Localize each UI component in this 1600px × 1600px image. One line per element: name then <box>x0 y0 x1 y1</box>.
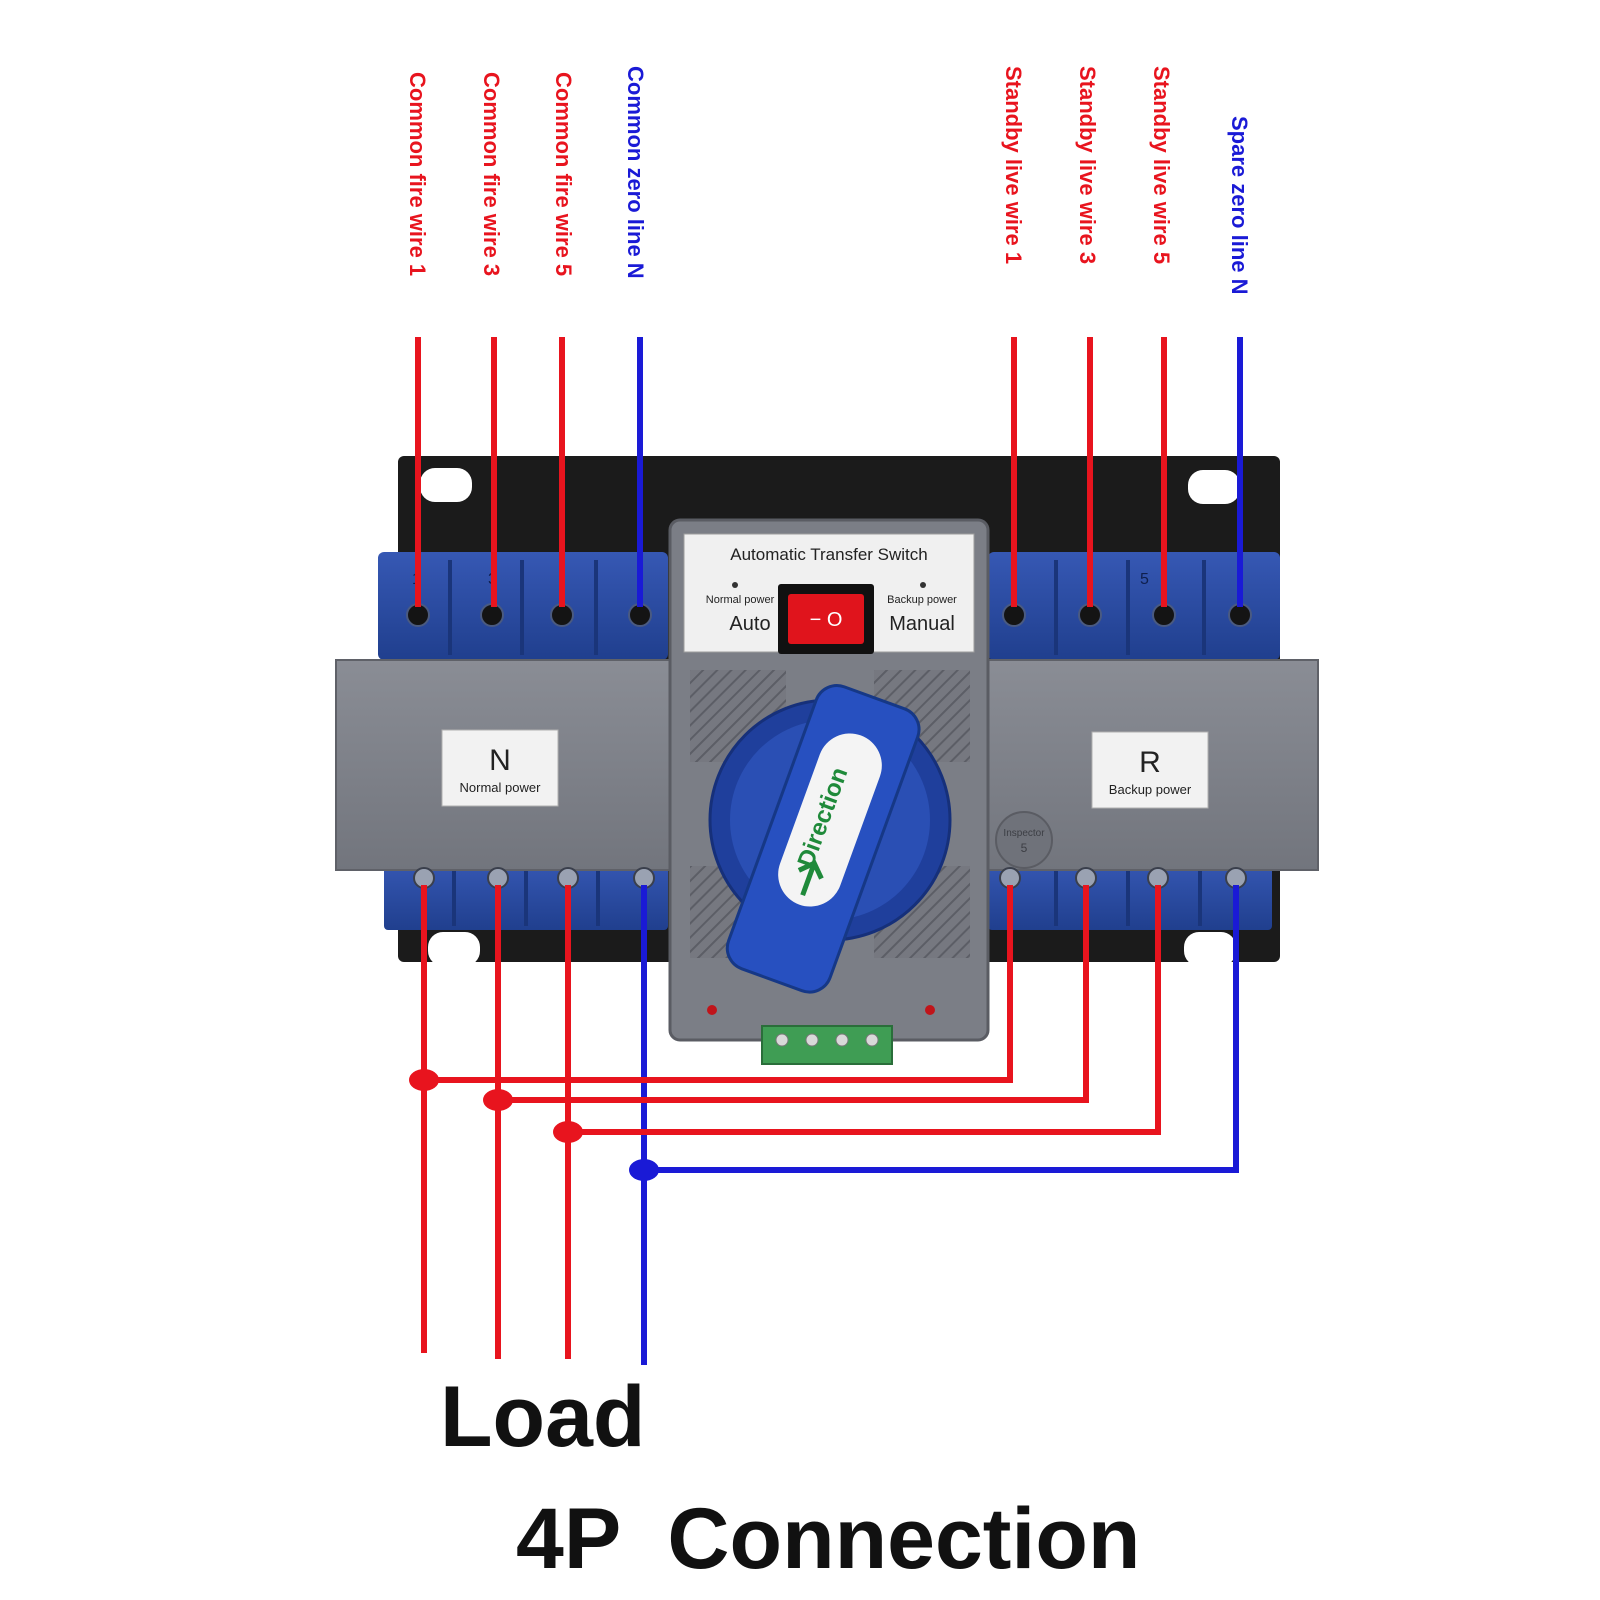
inspector-stamp <box>995 811 1053 869</box>
left-housing: N Normal power <box>335 659 671 871</box>
rotary-handle[interactable]: Direction <box>708 679 952 998</box>
direction-label-plate <box>778 733 882 907</box>
label-standby-live-5: Standby live wire 5 <box>1149 66 1174 264</box>
indicator-led-right <box>925 1005 935 1015</box>
normal-power-small-label: Normal power <box>706 594 775 606</box>
label-common-zero: Common zero line N <box>623 66 648 279</box>
top-terminal-block-right <box>988 552 1280 660</box>
inspector-number: 5 <box>1021 841 1028 855</box>
load-label: Load <box>440 1369 645 1465</box>
bridge-wire-n <box>641 885 1239 1173</box>
left-panel-letter: N <box>489 744 511 777</box>
bottom-terminal-block-left <box>384 860 668 930</box>
junction-dot-3 <box>483 1089 513 1111</box>
inspector-text: Inspector <box>1003 828 1045 839</box>
bridge-wire-1 <box>421 885 1013 1083</box>
device-title: Automatic Transfer Switch <box>730 545 927 564</box>
wires <box>415 337 1243 1365</box>
backup-power-small-label: Backup power <box>887 594 957 606</box>
top-terminal-block-left <box>378 552 668 660</box>
manual-label: Manual <box>889 613 955 635</box>
connection-caption: 4P Connection <box>516 1491 1140 1587</box>
direction-arrow-icon <box>797 859 824 897</box>
left-panel-caption: Normal power <box>460 780 542 795</box>
auto-label: Auto <box>729 613 770 635</box>
right-housing: R Backup power Inspector 5 <box>987 659 1319 871</box>
top-labels: Common fire wire 1 Common fire wire 3 Co… <box>405 66 1252 295</box>
auto-manual-rocker-switch[interactable]: − O <box>778 584 874 654</box>
junction-dot-1 <box>409 1069 439 1091</box>
label-common-fire-3: Common fire wire 3 <box>479 72 504 276</box>
label-spare-zero: Spare zero line N <box>1227 116 1252 295</box>
label-standby-live-3: Standby live wire 3 <box>1075 66 1100 264</box>
label-common-fire-5: Common fire wire 5 <box>551 72 576 276</box>
bottom-terminal-screws <box>413 867 1247 889</box>
bottom-terminal-block-right <box>988 860 1272 930</box>
right-panel-caption: Backup power <box>1109 782 1192 797</box>
bridge-wire-3 <box>495 885 1089 1103</box>
label-standby-live-1: Standby live wire 1 <box>1001 66 1026 264</box>
bridge-wire-5 <box>565 885 1161 1135</box>
junction-dot-n <box>629 1159 659 1181</box>
junction-dots <box>409 1069 659 1181</box>
indicator-led-left <box>707 1005 717 1015</box>
control-terminal-block <box>761 1025 893 1065</box>
terminal-number-5: 5 <box>1140 571 1149 588</box>
label-common-fire-1: Common fire wire 1 <box>405 72 430 276</box>
right-panel-letter: R <box>1139 746 1161 779</box>
junction-dot-5 <box>553 1121 583 1143</box>
rocker-symbols: − O <box>810 609 843 631</box>
